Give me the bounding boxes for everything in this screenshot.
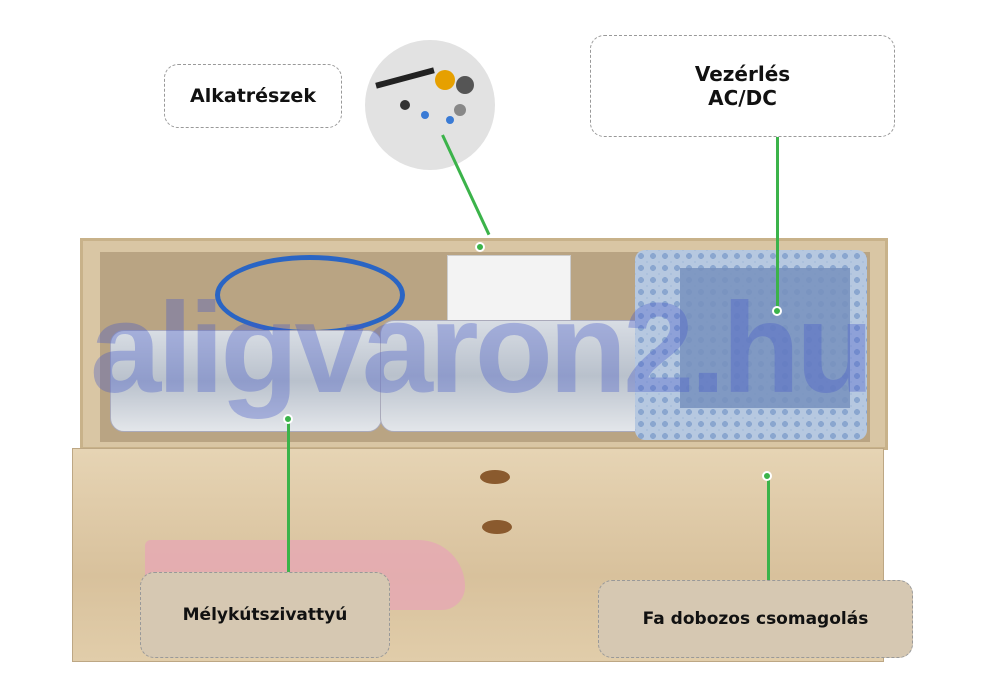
label-pump-text: Mélykútszivattyú — [182, 605, 348, 625]
label-pump: Mélykútszivattyú — [140, 572, 390, 658]
label-control-line1: Vezérlés — [694, 62, 791, 86]
callout-line-packaging — [767, 477, 770, 582]
pump-motor-wrapped — [380, 320, 652, 432]
callout-dot-parts — [475, 242, 485, 252]
controller-unit — [680, 268, 850, 408]
parts-icon — [375, 67, 474, 124]
label-packaging-text: Fa dobozos csomagolás — [642, 609, 869, 629]
callout-line-pump — [287, 420, 290, 572]
watermark: aligvaron2.hu — [90, 277, 874, 420]
callout-line-control — [776, 137, 779, 312]
callout-dot-control — [772, 306, 782, 316]
pump-wrapped — [110, 330, 382, 432]
label-parts: Alkatrészek — [164, 64, 342, 128]
wood-knot — [482, 520, 512, 534]
parts-photo — [365, 40, 495, 170]
label-control: Vezérlés AC/DC — [590, 35, 895, 137]
label-control-line2: AC/DC — [708, 86, 777, 110]
wood-knot — [480, 470, 510, 484]
callout-dot-pump — [283, 414, 293, 424]
callout-dot-packaging — [762, 471, 772, 481]
label-parts-text: Alkatrészek — [190, 85, 316, 107]
label-packaging: Fa dobozos csomagolás — [598, 580, 913, 658]
